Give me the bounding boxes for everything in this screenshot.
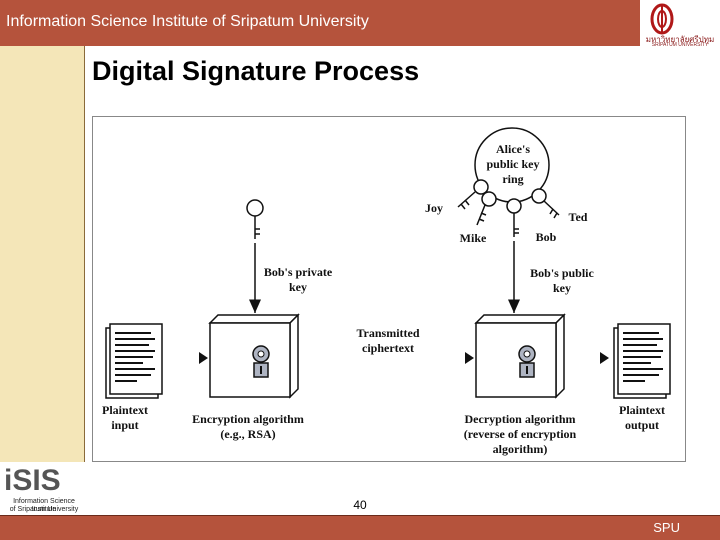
ted-key-icon [531,188,560,219]
decryption-box [474,313,566,399]
bob-key-icon [506,198,522,237]
sripatum-logo: มหาวิทยาลัยศรีปทุม SRIPATUM UNIVERSITY [640,0,720,48]
mike-label: Mike [459,231,487,245]
plaintext-output-document-icon [613,323,671,399]
decryption-lock-icon [518,345,536,378]
joy-label: Joy [425,201,443,215]
footer-bar [0,516,720,540]
output-arrow-icon [600,352,609,364]
isis-subtitle-line2: of Sripatum University [9,506,79,513]
digital-signature-diagram: Alice's public key ring Joy Ted Mike Bob… [92,116,686,462]
plaintext-input-label: Plaintext input [102,403,148,432]
bob-label: Bob [535,230,557,244]
ted-label: Ted [568,210,588,224]
diagram-graphics [105,127,671,399]
logo-thai-text: มหาวิทยาลัยศรีปทุม [645,35,715,44]
transmitted-arrow-icon [465,352,474,364]
key-ring-label: Alice's public key ring [486,142,540,186]
encryption-algorithm-label: Encryption algorithm (e.g., RSA) [192,412,304,441]
footer-divider [0,515,720,516]
slide-title: Digital Signature Process [92,56,420,86]
left-divider [84,46,85,516]
bobs-public-key-label: Bob's public key [530,266,594,295]
page-number: 40 [353,498,367,512]
header-title: Information Science Institute of Sripatu… [6,13,369,30]
logo-english-text: SRIPATUM UNIVERSITY [651,42,709,48]
transmitted-ciphertext-label: Transmitted ciphertext [356,326,420,355]
joy-key-icon [457,179,489,210]
plaintext-output-label: Plaintext output [619,403,665,432]
encryption-box [208,313,300,399]
sripatum-emblem-icon [650,3,674,35]
header-bar: Information Science Institute of Sripatu… [0,0,720,46]
bobs-private-key-label: Bob's private key [263,265,333,294]
bob-private-key-icon [246,199,264,239]
encryption-lock-icon [252,345,270,378]
left-sidebar-strip [0,46,84,516]
isis-logo: iSIS Information Science Institute of Sr… [0,462,88,516]
footer-text: SPU [653,520,680,535]
isis-subtitle-line1: Information Science Institute [13,498,75,513]
input-arrow-icon [199,352,208,364]
decryption-algorithm-label: Decryption algorithm (reverse of encrypt… [463,412,577,456]
isis-logo-text: iSIS [4,464,61,497]
mike-key-icon [476,191,497,226]
plaintext-input-document-icon [105,323,163,399]
